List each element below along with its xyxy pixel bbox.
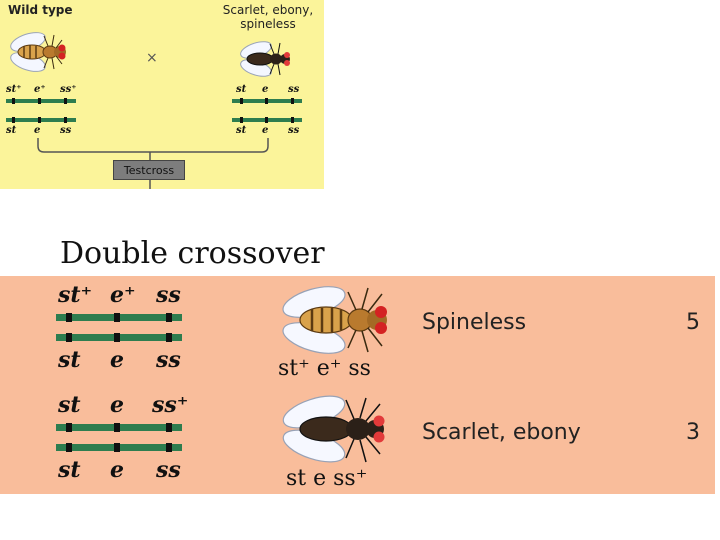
fly-genotype-label: st⁺ e⁺ ss xyxy=(278,356,371,381)
chromosome-bar xyxy=(6,99,76,103)
mutant-fly-icon xyxy=(236,36,298,82)
chromosome-bar xyxy=(56,334,182,341)
gene-label: e⁺ xyxy=(110,282,136,308)
wild-type-label: Wild type xyxy=(8,3,73,17)
locus-marker xyxy=(114,423,120,432)
locus-marker xyxy=(291,117,294,123)
gene-label: st xyxy=(58,457,81,483)
locus-marker xyxy=(64,98,67,104)
section-heading: Double crossover xyxy=(60,236,325,271)
gene-label: ss xyxy=(156,347,181,373)
gene-label: st xyxy=(58,392,81,418)
locus-marker xyxy=(166,443,172,452)
gene-label: e⁺ xyxy=(34,84,46,95)
chromosome-bar xyxy=(56,314,182,321)
gene-label: e xyxy=(110,347,124,373)
gene-label: st⁺ xyxy=(58,282,92,308)
gene-label: ss xyxy=(156,282,181,308)
phenotype-label: Scarlet, ebony xyxy=(422,420,581,445)
gene-label: ss xyxy=(156,457,181,483)
locus-marker xyxy=(166,313,172,322)
locus-marker xyxy=(66,443,72,452)
locus-marker xyxy=(166,423,172,432)
locus-marker xyxy=(12,98,15,104)
locus-marker xyxy=(240,117,243,123)
locus-marker xyxy=(64,117,67,123)
testcross-label: Testcross xyxy=(113,160,185,180)
chromosome-bar xyxy=(232,99,302,103)
offspring-count: 5 xyxy=(686,310,700,335)
locus-marker xyxy=(291,98,294,104)
recombinant-chromosomes-2: st e ss⁺ st e ss xyxy=(56,392,182,483)
locus-marker xyxy=(114,313,120,322)
locus-marker xyxy=(265,98,268,104)
gene-label: st xyxy=(58,347,81,373)
chromosome-bar xyxy=(56,424,182,431)
locus-marker xyxy=(38,98,41,104)
wild-type-fly-icon xyxy=(6,26,72,78)
locus-marker xyxy=(265,117,268,123)
recombinant-chromosomes-1: st⁺ e⁺ ss st e ss xyxy=(56,282,182,373)
wild-type-chromosomes: st⁺ e⁺ ss⁺ st e ss xyxy=(6,84,76,137)
gene-label: st⁺ xyxy=(6,84,22,95)
gene-label: st xyxy=(236,84,246,95)
spineless-fly-icon xyxy=(278,282,404,358)
phenotype-label: Spineless xyxy=(422,310,526,335)
locus-marker xyxy=(66,423,72,432)
locus-marker xyxy=(114,443,120,452)
gene-label: e xyxy=(110,392,124,418)
locus-marker xyxy=(12,117,15,123)
mutant-chromosomes: st e ss st e ss xyxy=(232,84,302,137)
gene-label: ss xyxy=(288,84,299,95)
locus-marker xyxy=(66,333,72,342)
chromosome-bar xyxy=(6,118,76,122)
gene-label: ss⁺ xyxy=(60,84,77,95)
locus-marker xyxy=(114,333,120,342)
locus-marker xyxy=(240,98,243,104)
offspring-count: 3 xyxy=(686,420,700,445)
gene-label: e xyxy=(262,84,268,95)
gene-label: e xyxy=(110,457,124,483)
double-crossover-panel: st⁺ e⁺ ss st e ss st e ss⁺ xyxy=(0,276,715,494)
scarlet-ebony-fly-icon xyxy=(278,394,404,466)
locus-marker xyxy=(166,333,172,342)
gene-label: ss⁺ xyxy=(152,392,188,418)
locus-marker xyxy=(38,117,41,123)
mutant-label: Scarlet, ebony, spineless xyxy=(214,3,322,31)
chromosome-bar xyxy=(232,118,302,122)
locus-marker xyxy=(66,313,72,322)
fly-genotype-label: st e ss⁺ xyxy=(286,466,367,491)
cross-symbol: × xyxy=(146,50,158,66)
chromosome-bar xyxy=(56,444,182,451)
